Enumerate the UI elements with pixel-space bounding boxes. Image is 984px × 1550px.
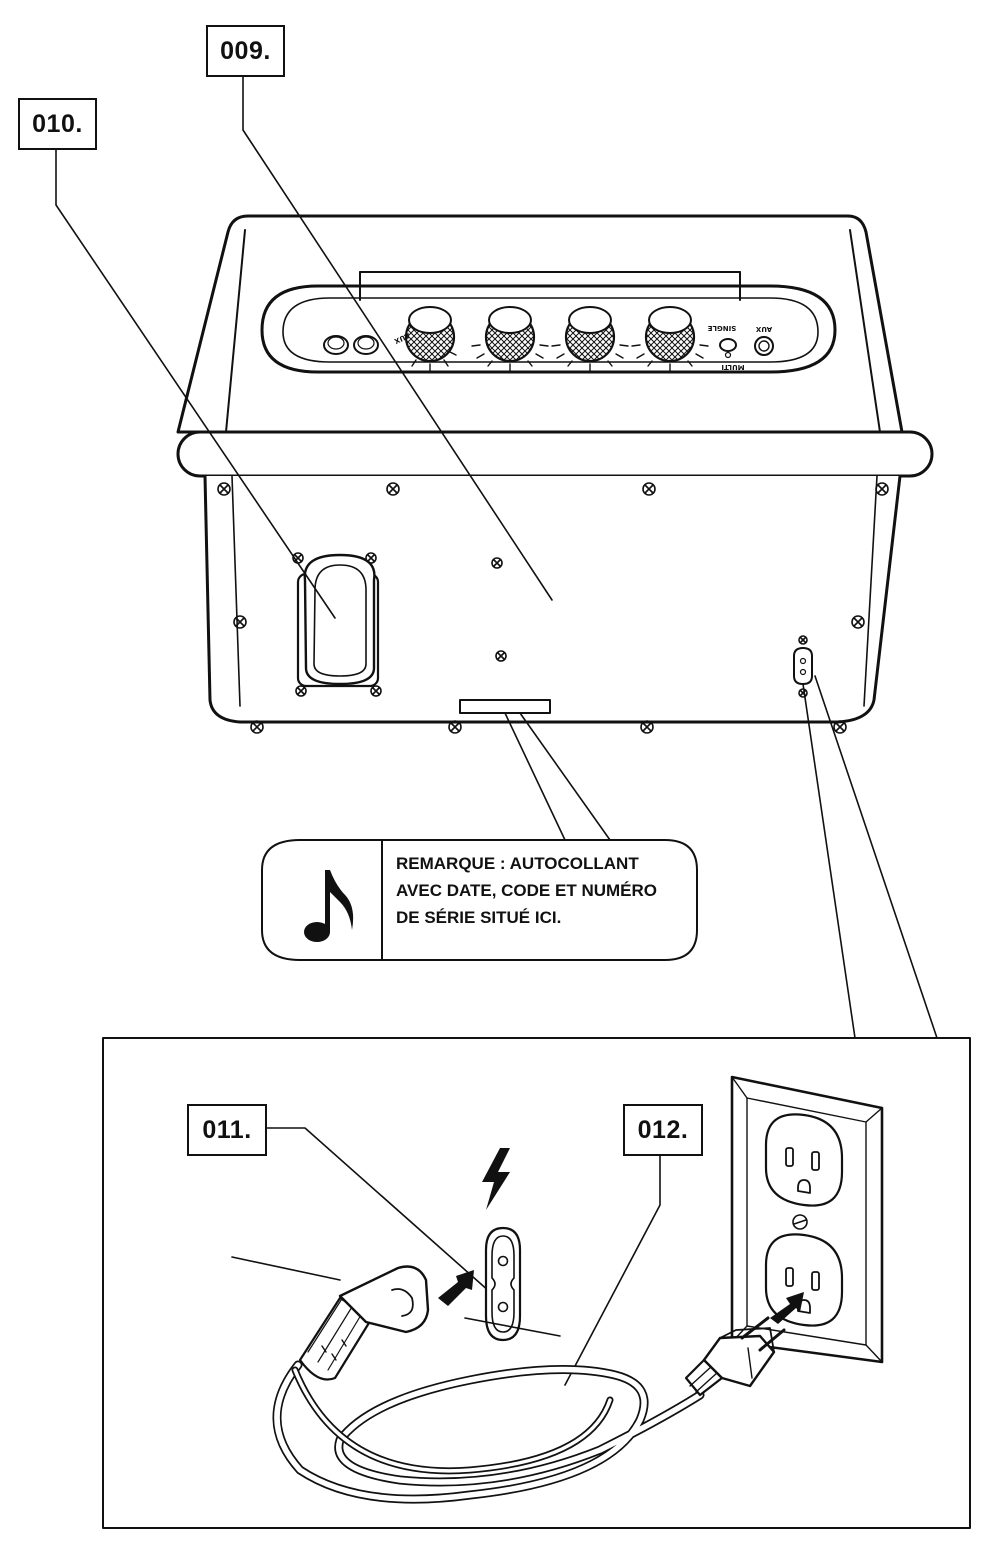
callout-011: 011. bbox=[187, 1104, 267, 1156]
leader-lines bbox=[55, 72, 938, 1386]
note-line-3: DE SÉRIE SITUÉ ICI. bbox=[396, 908, 562, 927]
note-line-1: REMARQUE : AUTOCOLLANT bbox=[396, 854, 639, 873]
screw-icon bbox=[217, 482, 889, 734]
callout-010: 010. bbox=[18, 98, 97, 150]
power-cable bbox=[272, 1360, 705, 1504]
music-note-icon bbox=[304, 870, 354, 942]
power-bolt-icon bbox=[482, 1148, 510, 1210]
speaker-back-panel bbox=[176, 430, 934, 724]
aux-text: AUX bbox=[755, 325, 772, 333]
note-line-2: AVEC DATE, CODE ET NUMÉRO bbox=[396, 881, 657, 900]
aux-label: AUX bbox=[755, 325, 772, 333]
knob-2 bbox=[484, 306, 536, 363]
wall-outlet bbox=[730, 1075, 884, 1364]
knob-ticks bbox=[411, 344, 709, 372]
callout-012: 012. bbox=[623, 1104, 703, 1156]
single-label: SINGLE bbox=[708, 324, 737, 332]
sticker-location bbox=[459, 699, 551, 714]
power-inlet bbox=[793, 647, 813, 685]
panel-button-2 bbox=[353, 335, 379, 355]
aux-jack bbox=[754, 336, 774, 356]
single-text: SINGLE bbox=[708, 324, 737, 332]
speaker-top bbox=[176, 214, 904, 434]
mode-switch bbox=[719, 338, 737, 359]
figure-8-plug bbox=[298, 1265, 430, 1381]
nema-plug bbox=[684, 1316, 786, 1397]
note-box bbox=[261, 839, 698, 961]
insert-arrows bbox=[438, 1270, 804, 1324]
power-connection-inset bbox=[102, 1037, 971, 1529]
knob-1 bbox=[404, 306, 456, 363]
panel-button-1 bbox=[323, 335, 349, 355]
multi-text: MULTI bbox=[721, 363, 744, 371]
multi-label: MULTI bbox=[721, 363, 744, 371]
knob-4 bbox=[644, 306, 696, 363]
knob-3 bbox=[564, 306, 616, 363]
callout-009: 009. bbox=[206, 25, 285, 77]
figure-8-socket bbox=[484, 1226, 522, 1342]
control-panel bbox=[260, 271, 837, 374]
bass-port bbox=[296, 553, 380, 688]
note-text: REMARQUE : AUTOCOLLANT AVEC DATE, CODE E… bbox=[396, 850, 692, 931]
